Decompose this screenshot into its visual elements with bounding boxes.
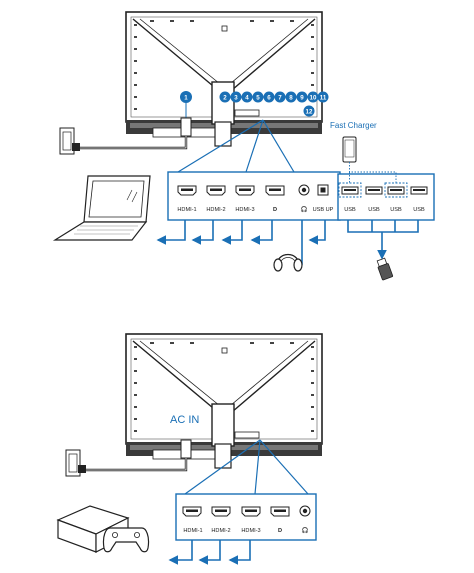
bottom-monitor-back <box>125 333 323 469</box>
usb-port-icon <box>365 186 383 195</box>
callout-7-text: 7 <box>278 95 282 102</box>
port-label-hdmi-3: HDMI-3 <box>241 528 260 534</box>
top-monitor-back <box>125 11 323 147</box>
top-power-cable <box>78 117 192 150</box>
port-label-displayport: D <box>273 207 277 213</box>
audio-jack-icon <box>299 505 311 517</box>
usb-port-icon <box>387 186 405 195</box>
callout-1 <box>180 91 192 103</box>
power-outlet-icon <box>65 449 86 477</box>
hdmi-port-icon <box>177 185 197 196</box>
laptop-icon <box>52 175 151 241</box>
usb-stick-icon <box>376 257 394 281</box>
callout-11-text: 11 <box>320 95 327 102</box>
port-label-usb-4: USB <box>413 207 425 213</box>
usb-port-icon <box>341 186 359 195</box>
callout-12-text: 12 <box>306 109 313 116</box>
callout-5-text: 5 <box>256 95 260 102</box>
port-label-hdmi-1: HDMI-1 <box>177 207 196 213</box>
usb-port-icon <box>410 186 428 195</box>
port-label-hdmi-1: HDMI-1 <box>183 528 202 534</box>
callout-3-text: 3 <box>234 95 238 102</box>
gamepad-icon <box>102 527 150 553</box>
port-label-displayport: D <box>278 528 282 534</box>
hdmi-port-icon <box>182 506 202 517</box>
ac-in-label: AC IN <box>170 414 199 426</box>
port-label-usb-up: USB UP <box>313 207 334 213</box>
smartphone-icon <box>342 136 397 183</box>
audio-jack-icon <box>298 184 310 196</box>
callout-6-text: 6 <box>267 95 271 102</box>
svg-text:🎧: 🎧 <box>301 205 308 213</box>
callout-4-text: 4 <box>245 95 249 102</box>
displayport-icon <box>265 185 285 196</box>
hdmi-port-icon <box>235 185 255 196</box>
usb-up-port-icon <box>317 184 329 196</box>
callout-10-text: 10 <box>310 95 317 102</box>
top-callout-numbers: 1 2 3 4 5 6 7 8 9 10 11 12 <box>180 91 329 118</box>
hdmi-port-icon <box>241 506 261 517</box>
callout-8-text: 8 <box>289 95 293 102</box>
port-label-usb-1: USB <box>344 207 356 213</box>
bottom-output-arrows <box>168 540 251 565</box>
port-label-usb-2: USB <box>368 207 380 213</box>
callout-9-text: 9 <box>300 95 304 102</box>
callout-2-text: 2 <box>223 95 227 102</box>
bottom-power-cable <box>82 439 192 472</box>
callout-1-text: 1 <box>184 95 188 102</box>
top-port-panel: HDMI-1 HDMI-2 HDMI-3 D 🎧 USB UP USB USB … <box>167 119 435 221</box>
displayport-icon <box>270 506 290 517</box>
power-outlet-icon <box>59 127 80 155</box>
hdmi-port-icon <box>211 506 231 517</box>
fast-charger-label: Fast Charger <box>330 121 377 130</box>
headphones-icon <box>273 253 303 272</box>
port-label-hdmi-2: HDMI-2 <box>206 207 225 213</box>
port-label-usb-3: USB <box>390 207 402 213</box>
port-label-hdmi-2: HDMI-2 <box>211 528 230 534</box>
hdmi-port-icon <box>206 185 226 196</box>
svg-text:🎧: 🎧 <box>302 526 309 534</box>
port-label-hdmi-3: HDMI-3 <box>235 207 254 213</box>
bottom-port-panel: HDMI-1 HDMI-2 HDMI-3 D 🎧 <box>175 439 317 541</box>
